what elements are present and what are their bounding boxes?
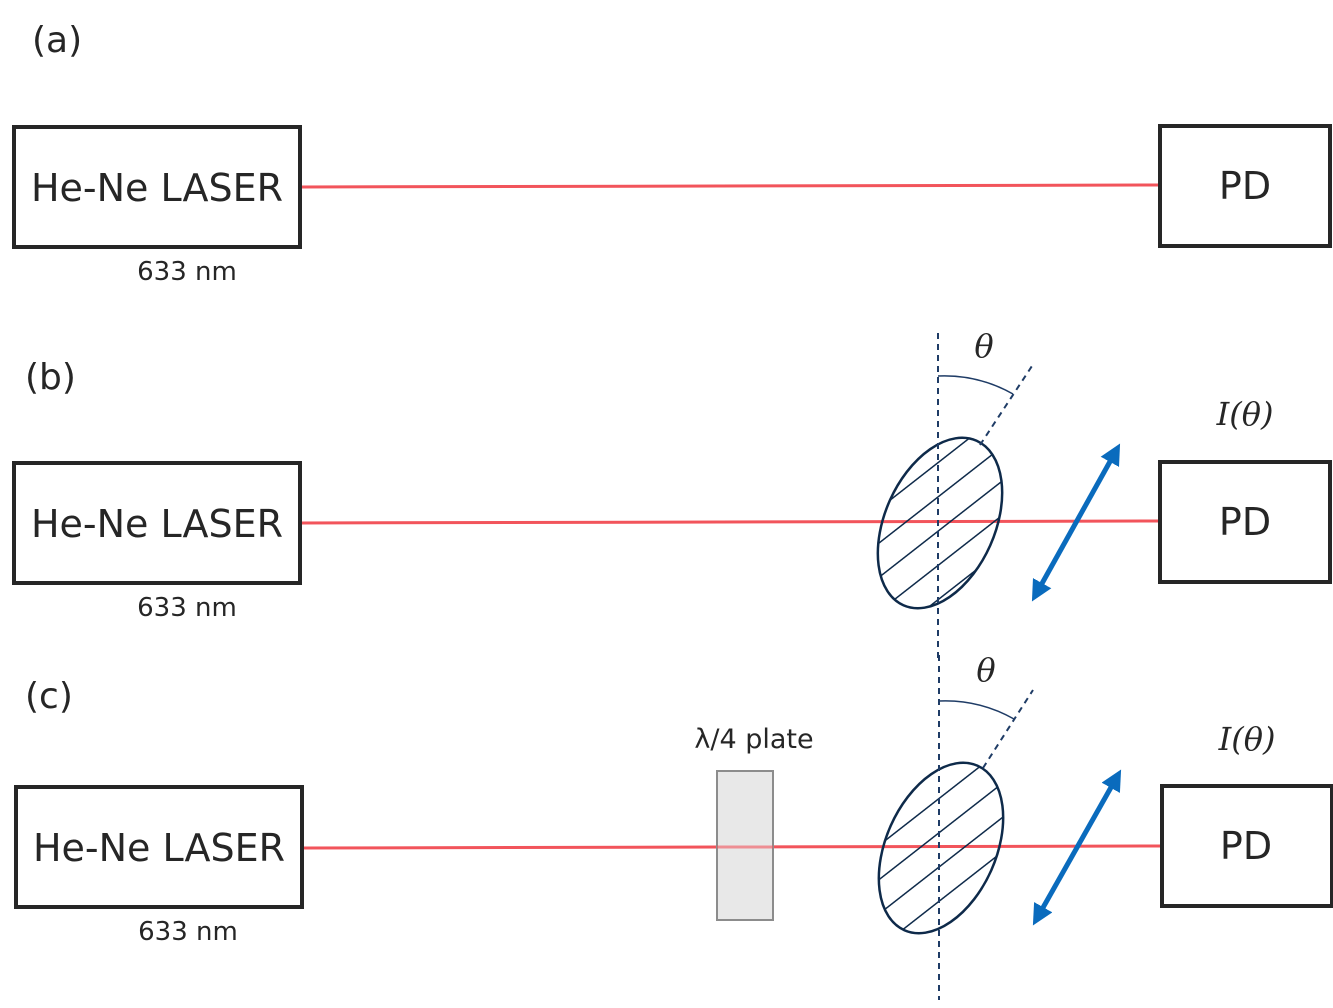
photodetector-label: PD xyxy=(1219,164,1271,208)
polarizer-transmission-axis xyxy=(982,689,1034,769)
photodetector-label: PD xyxy=(1219,500,1271,544)
angle-arc xyxy=(937,375,1014,395)
polarizer-disc xyxy=(877,761,1005,935)
waveplate-label: λ/4 plate xyxy=(694,724,813,755)
laser-label: He-Ne LASER xyxy=(31,502,283,546)
polarizer-transmission-axis xyxy=(979,365,1033,446)
wavelength-label: 633 nm xyxy=(137,593,237,623)
panel-a: (a) He-Ne LASER 633 nm PD xyxy=(12,20,1332,287)
theta-label: θ xyxy=(974,327,993,365)
wavelength-label: 633 nm xyxy=(138,917,238,947)
panel-label-b: (b) xyxy=(25,357,76,398)
panel-c: (c) He-Ne LASER 633 nm λ/4 plate θ I(θ) … xyxy=(14,651,1333,1000)
polarizer: θ xyxy=(877,651,1034,1000)
theta-label: θ xyxy=(976,651,995,689)
quarter-wave-plate: λ/4 plate xyxy=(694,724,814,921)
panel-label-a: (a) xyxy=(32,20,82,61)
angle-arc xyxy=(938,700,1015,720)
intensity-label: I(θ) xyxy=(1218,720,1276,758)
photodetector-box xyxy=(1158,460,1332,584)
laser-label: He-Ne LASER xyxy=(33,826,285,870)
panel-label-c: (c) xyxy=(25,676,73,717)
panel-b: (b) He-Ne LASER 633 nm θ I(θ) PD xyxy=(12,327,1332,660)
photodetector-label: PD xyxy=(1220,824,1272,868)
laser-box xyxy=(12,125,302,249)
wavelength-label: 633 nm xyxy=(137,257,237,287)
photodetector-box xyxy=(1158,124,1332,248)
laser-label: He-Ne LASER xyxy=(31,166,283,210)
polarizer-disc xyxy=(876,436,1004,610)
polarization-direction-arrow xyxy=(1032,769,1122,926)
intensity-label: I(θ) xyxy=(1216,395,1274,433)
polarization-direction-arrow xyxy=(1031,443,1121,602)
polarizer: θ xyxy=(876,327,1033,660)
laser-box xyxy=(12,461,302,585)
laser-beam xyxy=(299,519,1161,525)
photodetector-box xyxy=(1160,784,1333,908)
laser-beam xyxy=(299,183,1161,189)
laser-box xyxy=(14,785,304,909)
